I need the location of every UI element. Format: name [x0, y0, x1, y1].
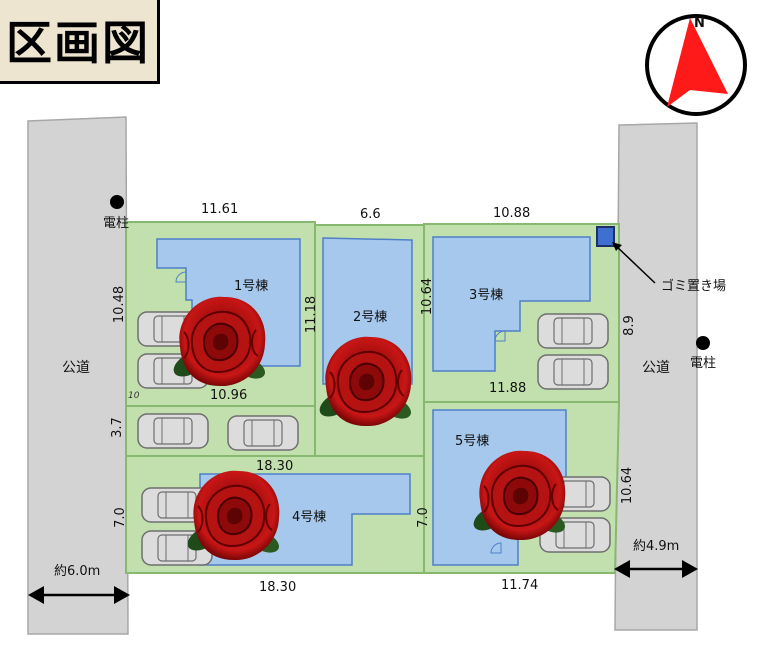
- dimension-label: 8.9: [621, 315, 637, 336]
- dimension-label: 11.18: [304, 295, 320, 334]
- dimension-label: 3.7: [109, 417, 125, 438]
- compass-north-label: N: [694, 16, 705, 31]
- parking-car: [227, 415, 299, 451]
- road-right-label: 公道: [642, 360, 670, 376]
- road-width-arrow-right: [614, 560, 698, 578]
- dimension-label: 6.6: [360, 207, 381, 222]
- compass: [645, 14, 747, 116]
- road-width-arrow-left: [28, 586, 130, 604]
- dimension-label: 18.30: [259, 580, 297, 595]
- garbage-arrow: [613, 243, 656, 284]
- lot-2-label: 2号棟: [353, 310, 388, 325]
- dimension-label: 10.88: [493, 206, 531, 221]
- garbage-station: [596, 226, 615, 247]
- door-1: [175, 271, 187, 283]
- door-3: [494, 330, 506, 342]
- dimension-label: 18.30: [256, 459, 294, 474]
- dimension-label: 11.74: [501, 578, 539, 593]
- page-title: 区画図: [0, 0, 160, 84]
- road-width-right: 約4.9m: [633, 539, 680, 554]
- dimension-label: 7.0: [415, 507, 431, 528]
- road-left-label: 公道: [62, 360, 90, 376]
- pole-left-label: 電柱: [103, 216, 130, 231]
- dimension-label: 11.88: [489, 381, 527, 396]
- dimension-label: 11.61: [201, 202, 239, 217]
- door-5: [490, 542, 502, 554]
- north-arrow-icon: [667, 18, 728, 107]
- dimension-label: 10.64: [620, 466, 636, 505]
- road-left: [27, 116, 129, 635]
- pole-right: [696, 336, 710, 350]
- parking-car: [537, 313, 609, 349]
- road-width-left: 約6.0m: [54, 564, 101, 579]
- dimension-label: 10.48: [112, 285, 128, 324]
- dimension-label: 10.96: [210, 388, 248, 403]
- lot-3-label: 3号棟: [469, 288, 504, 303]
- dimension-label: 10.64: [420, 277, 436, 316]
- lot-4-label: 4号棟: [292, 510, 327, 525]
- dimension-label: 10: [128, 391, 140, 401]
- lot-1-label: 1号棟: [234, 279, 269, 294]
- pole-left: [110, 195, 124, 209]
- pole-right-label: 電柱: [690, 356, 717, 371]
- dimension-label: 7.0: [112, 507, 128, 528]
- garbage-label: ゴミ置き場: [661, 279, 727, 294]
- lot-5-label: 5号棟: [455, 434, 490, 449]
- building-3: [432, 236, 591, 372]
- parking-car: [137, 413, 209, 449]
- parking-car: [537, 354, 609, 390]
